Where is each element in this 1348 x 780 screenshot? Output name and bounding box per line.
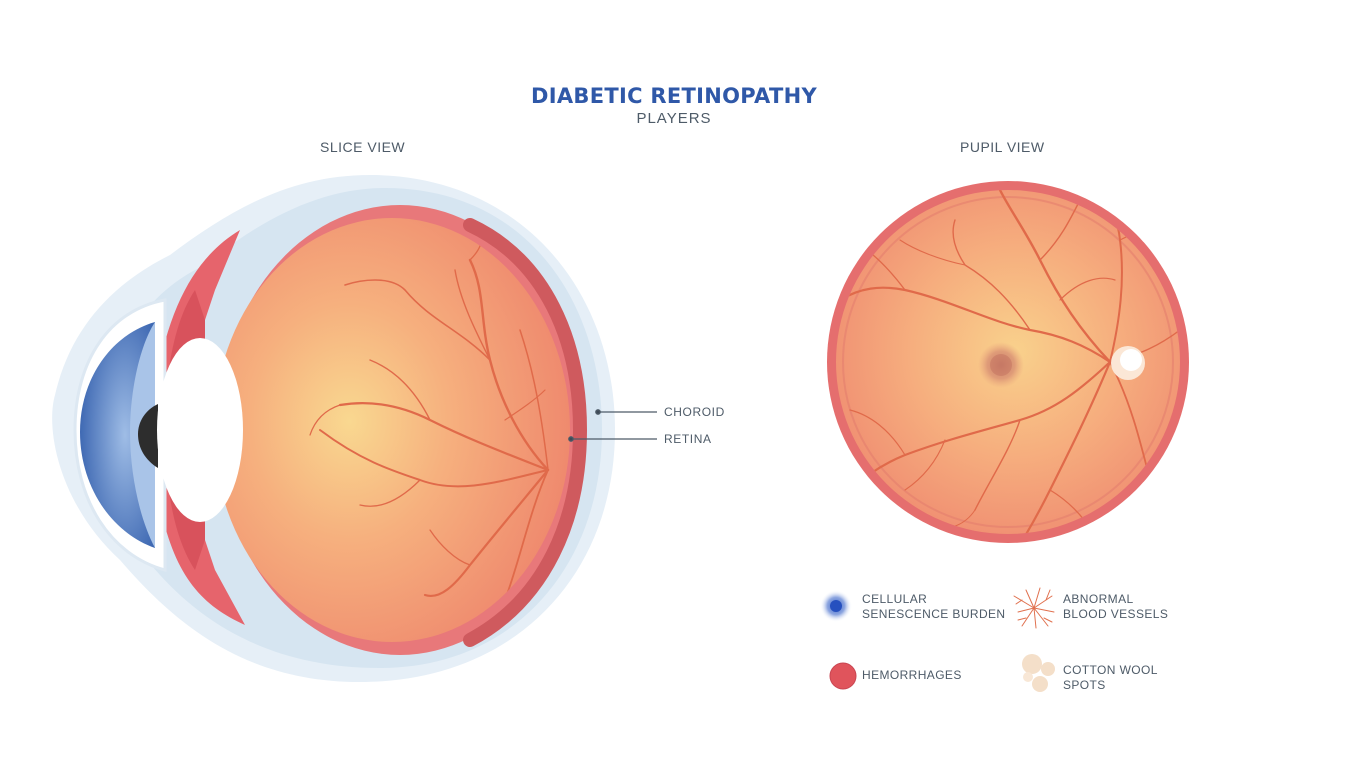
choroid-label: CHOROID: [664, 405, 725, 419]
retina-label: RETINA: [664, 432, 712, 446]
slice-view-eye: [52, 175, 616, 682]
legend-hemorrhages-label: HEMORRHAGES: [862, 668, 962, 682]
legend-senescence-label: CELLULAR SENESCENCE BURDEN: [862, 592, 1006, 621]
legend-vessels-label: ABNORMAL BLOOD VESSELS: [1063, 592, 1169, 621]
slice-vessels: [309, 224, 550, 636]
page-title: DIABETIC RETINOPATHY: [531, 84, 817, 108]
lens: [157, 338, 243, 522]
page-subtitle: PLAYERS: [636, 110, 712, 127]
cotton-wool-spots-icon: [1022, 654, 1055, 692]
retina-body: [214, 218, 570, 642]
blood-vessels-icon: [1013, 587, 1055, 629]
pupil: [138, 404, 158, 468]
hemorrhage-icon: [830, 663, 856, 689]
pupil-view-fundus: [827, 181, 1189, 543]
legend-cotton-label: COTTON WOOL SPOTS: [1063, 663, 1158, 692]
callout-lines: [568, 409, 657, 442]
legend-icons: [820, 587, 1055, 692]
slice-view-label: SLICE VIEW: [320, 139, 406, 155]
pupil-view-label: PUPIL VIEW: [960, 139, 1045, 155]
